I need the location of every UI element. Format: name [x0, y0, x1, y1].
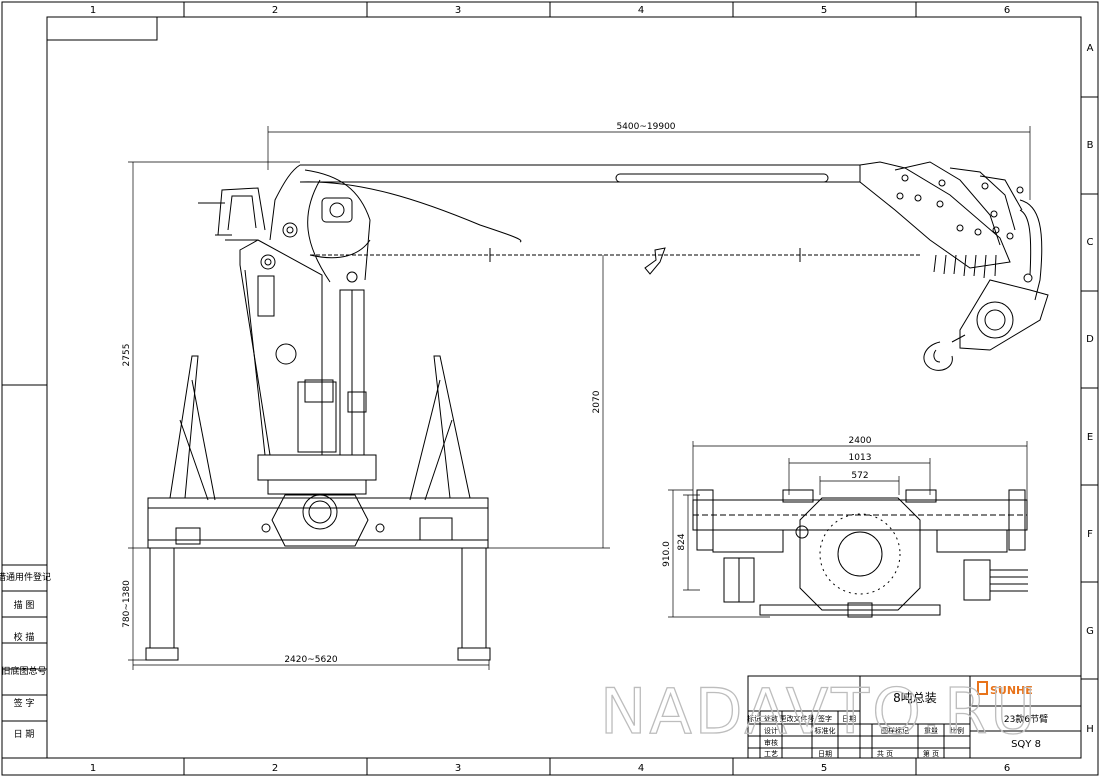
company-name: SUNHE — [990, 684, 1033, 697]
base-frame — [147, 494, 489, 549]
tb-cell-process: 工艺 — [764, 750, 778, 758]
dim-base-depth: 910.0 — [662, 541, 672, 567]
tb-cell-count: 处数 — [764, 714, 778, 723]
tb-cell-design: 设计 — [764, 726, 778, 735]
dim-mount-spacing: 1013 — [849, 453, 872, 463]
grid-row-g: G — [1086, 626, 1094, 637]
grid-row-b: B — [1087, 140, 1094, 151]
tb-cell-weight: 重量 — [924, 727, 938, 735]
tb-cell-scale: 比例 — [950, 726, 964, 735]
drawing-subtitle: 23款6节臂 — [1004, 713, 1048, 725]
tb-cell-mark: 标记 — [747, 714, 761, 723]
tb-cell-sign: 签字 — [818, 714, 832, 723]
tb-cell-review: 审核 — [764, 738, 778, 747]
boom-hangers — [489, 247, 997, 279]
tb-cell-drawing-mark: 图样标记 — [881, 726, 909, 735]
grid-col-4-bottom: 4 — [638, 763, 644, 774]
grid-row-e: E — [1087, 432, 1093, 443]
grid-row-a: A — [1087, 43, 1094, 54]
operator-seat — [198, 187, 266, 236]
tb-cell-change-doc: 更改文件号 — [780, 714, 815, 723]
grid-row-labels: A B C D E F G H — [1086, 43, 1094, 735]
title-block: 8吨总装 SUNHE 23款6节臂 SQY 8 标记 处数 更改文件号 签字 日… — [747, 675, 1082, 759]
grid-column-labels: 1 2 3 4 5 6 1 2 3 4 5 6 — [90, 5, 1010, 774]
crane-column — [225, 239, 377, 495]
side-view-dimension-lines — [128, 126, 1031, 670]
dim-total-height: 2755 — [122, 344, 132, 367]
grid-col-5-bottom: 5 — [821, 763, 827, 774]
grid-row-f: F — [1087, 529, 1093, 540]
side-label-trace: 描 图 — [14, 599, 35, 611]
side-registration-table: 借通用件登记 描 图 校 描 旧底图总号 签 字 日 期 — [0, 384, 51, 759]
hook-block — [923, 199, 1049, 371]
grid-row-d: D — [1086, 334, 1094, 345]
side-label-check: 校 描 — [14, 631, 35, 643]
side-label-date: 日 期 — [14, 729, 35, 740]
outrigger-legs — [145, 547, 491, 661]
company-logo: SUNHE — [977, 681, 1033, 697]
tb-cell-date: 日期 — [842, 715, 856, 723]
tb-cell-page-no: 第 页 — [923, 749, 939, 758]
grid-col-6: 6 — [1004, 5, 1010, 16]
side-label-old-no: 旧底图总号 — [1, 665, 46, 677]
dim-hook-height: 2070 — [592, 390, 602, 413]
top-view-dimension-lines — [668, 441, 1028, 618]
tb-cell-total-pages: 共 页 — [877, 749, 893, 758]
side-label-sign: 签 字 — [14, 697, 35, 709]
grid-col-2: 2 — [272, 5, 278, 16]
dim-base-width: 2400 — [849, 436, 872, 446]
grid-col-2-bottom: 2 — [272, 763, 278, 774]
crane-side-view — [128, 126, 1049, 670]
boom-pins — [896, 174, 1024, 240]
side-label-register: 借通用件登记 — [0, 571, 51, 583]
drawing-title: 8吨总装 — [893, 691, 937, 705]
model-number: SQY 8 — [1011, 739, 1041, 750]
grid-row-h: H — [1086, 724, 1094, 735]
base-top-view — [668, 441, 1028, 618]
dim-outrigger-span: 2420~5620 — [284, 655, 338, 665]
tb-cell-date-2: 日期 — [818, 750, 832, 758]
telescopic-boom — [300, 161, 1023, 269]
dim-frame-depth: 824 — [677, 533, 687, 550]
dim-outrigger-height: 780~1380 — [122, 580, 132, 628]
grid-col-1-bottom: 1 — [90, 763, 96, 774]
grid-col-5: 5 — [821, 5, 827, 16]
grid-row-c: C — [1087, 237, 1094, 248]
tb-cell-standard: 标准化 — [815, 726, 836, 735]
dim-boom-length: 5400~19900 — [616, 122, 675, 132]
grid-col-3-bottom: 3 — [455, 763, 461, 774]
grid-col-3: 3 — [455, 5, 461, 16]
grid-col-6-bottom: 6 — [1004, 763, 1010, 774]
grid-col-4: 4 — [638, 5, 644, 16]
grid-col-1: 1 — [90, 5, 96, 16]
side-support-frames — [169, 355, 471, 501]
dim-inner-spacing: 572 — [851, 471, 868, 481]
watermark-text: NADAVTO.RU — [600, 675, 1039, 748]
boom-root — [260, 164, 522, 283]
